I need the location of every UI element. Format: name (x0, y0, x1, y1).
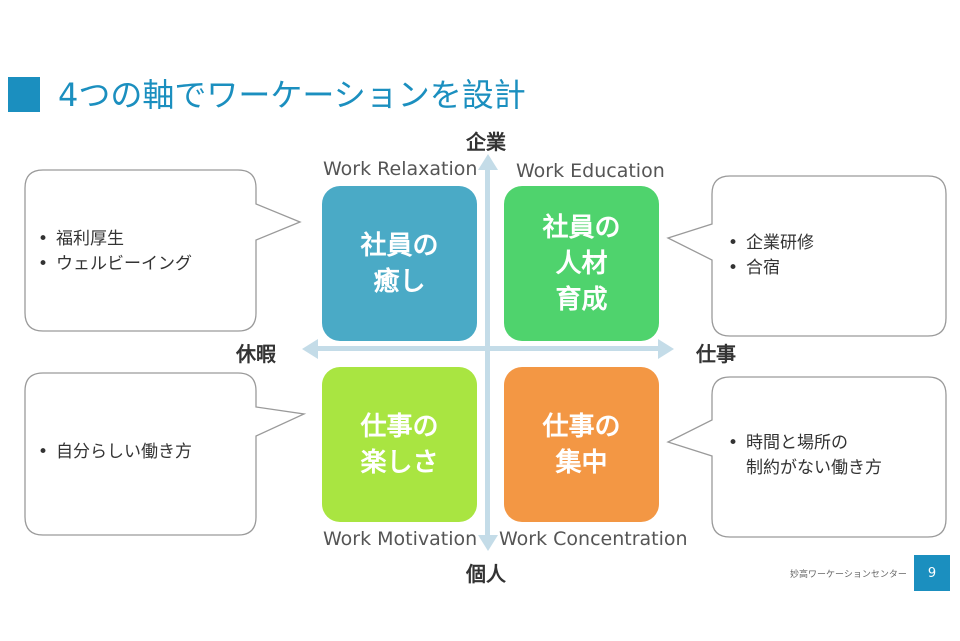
title-accent-square (8, 77, 40, 112)
page-number: 9 (914, 555, 950, 591)
arrow-down-icon (478, 535, 498, 551)
quadrant-line: 仕事の (360, 411, 439, 442)
bubble-top-left-text: 福利厚生 ウェルビーイング (36, 227, 192, 277)
quadrant-line: 集中 (555, 447, 608, 478)
slide-title: 4つの軸でワーケーションを設計 (58, 76, 526, 114)
axis-label-bottom: 個人 (466, 562, 506, 586)
axis-label-right: 仕事 (696, 342, 736, 366)
arrow-right-icon (658, 339, 674, 359)
quadrant-line: 社員の (360, 230, 439, 261)
arrow-left-icon (302, 339, 318, 359)
bullet-item: 自分らしい働き方 (36, 440, 192, 465)
work-label-concentration: Work Concentration (499, 528, 688, 550)
quadrant-line: 仕事の (542, 411, 621, 442)
bullet-item: 企業研修 (726, 231, 814, 256)
quadrant-line: 楽しさ (360, 447, 439, 478)
arrow-up-icon (478, 154, 498, 170)
footer-organization: 妙高ワーケーションセンター (790, 570, 907, 580)
quadrant-line: 癒し (373, 266, 426, 297)
quadrant-top-left: 社員の 癒し (322, 186, 477, 341)
work-label-education: Work Education (516, 160, 665, 182)
quadrant-bottom-left: 仕事の 楽しさ (322, 367, 477, 522)
bullet-item: 福利厚生 (36, 227, 192, 252)
axis-label-top: 企業 (466, 130, 506, 154)
quadrant-line: 人材 (555, 248, 608, 279)
quadrant-line: 社員の (542, 212, 621, 243)
vertical-axis (485, 167, 490, 538)
quadrant-bottom-right: 仕事の 集中 (504, 367, 659, 522)
axis-label-left: 休暇 (236, 342, 276, 366)
bullet-item: ウェルビーイング (36, 252, 192, 277)
bullet-line: 時間と場所の (746, 433, 848, 453)
bullet-item: 時間と場所の 制約がない働き方 (726, 431, 882, 481)
bubble-top-right-text: 企業研修 合宿 (726, 231, 814, 281)
quadrant-top-right: 社員の 人材 育成 (504, 186, 659, 341)
horizontal-axis (316, 346, 658, 351)
bullet-line: 制約がない働き方 (746, 458, 882, 478)
bubble-bottom-right-text: 時間と場所の 制約がない働き方 (726, 431, 882, 481)
bullet-item: 合宿 (726, 256, 814, 281)
bubble-bottom-left-text: 自分らしい働き方 (36, 440, 192, 465)
work-label-motivation: Work Motivation (323, 528, 478, 550)
work-label-relaxation: Work Relaxation (323, 158, 478, 180)
quadrant-line: 育成 (555, 284, 608, 315)
